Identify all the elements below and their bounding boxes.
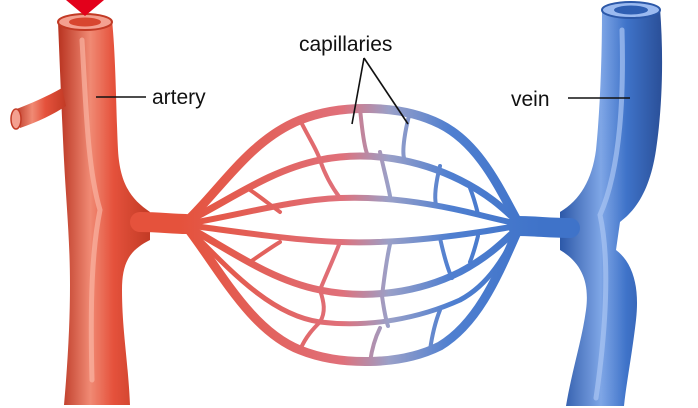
capillaries-leader-line-right	[363, 57, 409, 125]
vein-vessel	[560, 8, 663, 406]
artery-highlight	[79, 37, 103, 383]
flow-arrow-icon	[66, 0, 104, 16]
artery-side-branch	[14, 88, 66, 128]
artery-lumen	[69, 17, 101, 27]
capillaries-label: capillaries	[299, 33, 393, 56]
vein-highlight	[593, 27, 625, 401]
vein-lumen	[614, 5, 648, 15]
artery-label: artery	[152, 86, 206, 109]
artery-branch-opening	[10, 108, 22, 130]
capillaries-leader-line-left	[351, 57, 365, 125]
venule	[508, 216, 580, 238]
artery-vessel	[58, 20, 150, 405]
capillary-loop-top	[181, 103, 523, 227]
arteriole	[130, 212, 196, 234]
capillary-loop-bottom	[181, 221, 523, 367]
vein-label: vein	[511, 88, 550, 111]
capillary-network	[130, 103, 580, 367]
